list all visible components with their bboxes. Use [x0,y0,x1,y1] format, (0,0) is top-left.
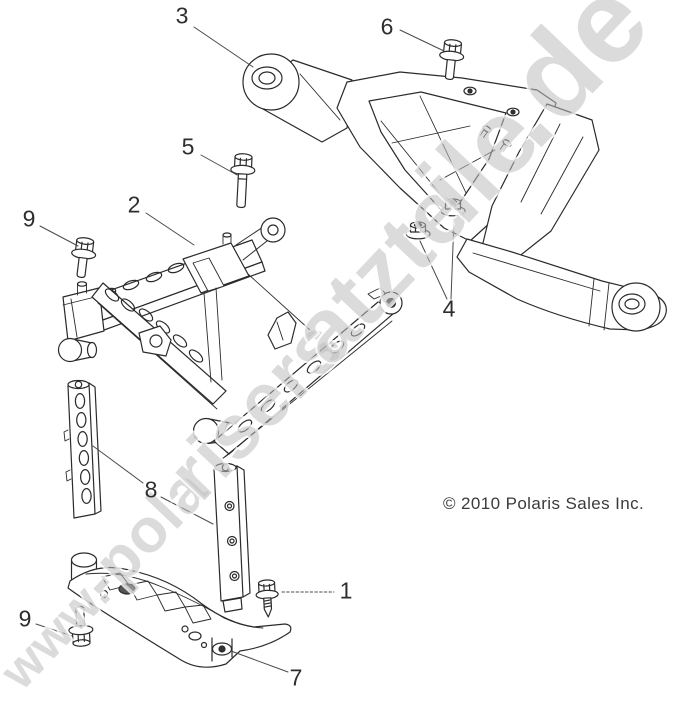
part-support-rail-right [213,462,251,613]
bolt-item-9-upper [68,235,99,280]
callout-item-4: 4 [442,295,456,322]
callout-item-6: 6 [380,13,394,40]
callout-item-7: 7 [289,664,303,691]
part-main-frame-support [57,217,403,460]
part-support-rail-left [63,379,102,519]
callout-item-5: 5 [181,133,195,160]
leader-lines [35,26,455,673]
callout-item-8: 8 [144,476,158,503]
callout-item-1: 1 [339,577,353,604]
part-lower-support-bracket [67,552,292,668]
bolt-item-6 [436,38,466,82]
bolt-item-5 [228,152,257,209]
copyright-notice: © 2010 Polaris Sales Inc. [443,494,645,513]
part-upper-support-bracket [242,53,667,332]
callout-item-9-upper: 9 [22,205,36,232]
callout-item-3: 3 [175,2,189,29]
callout-item-9-lower: 9 [18,605,32,632]
screw-item-1 [254,578,280,619]
callout-item-2: 2 [127,191,141,218]
